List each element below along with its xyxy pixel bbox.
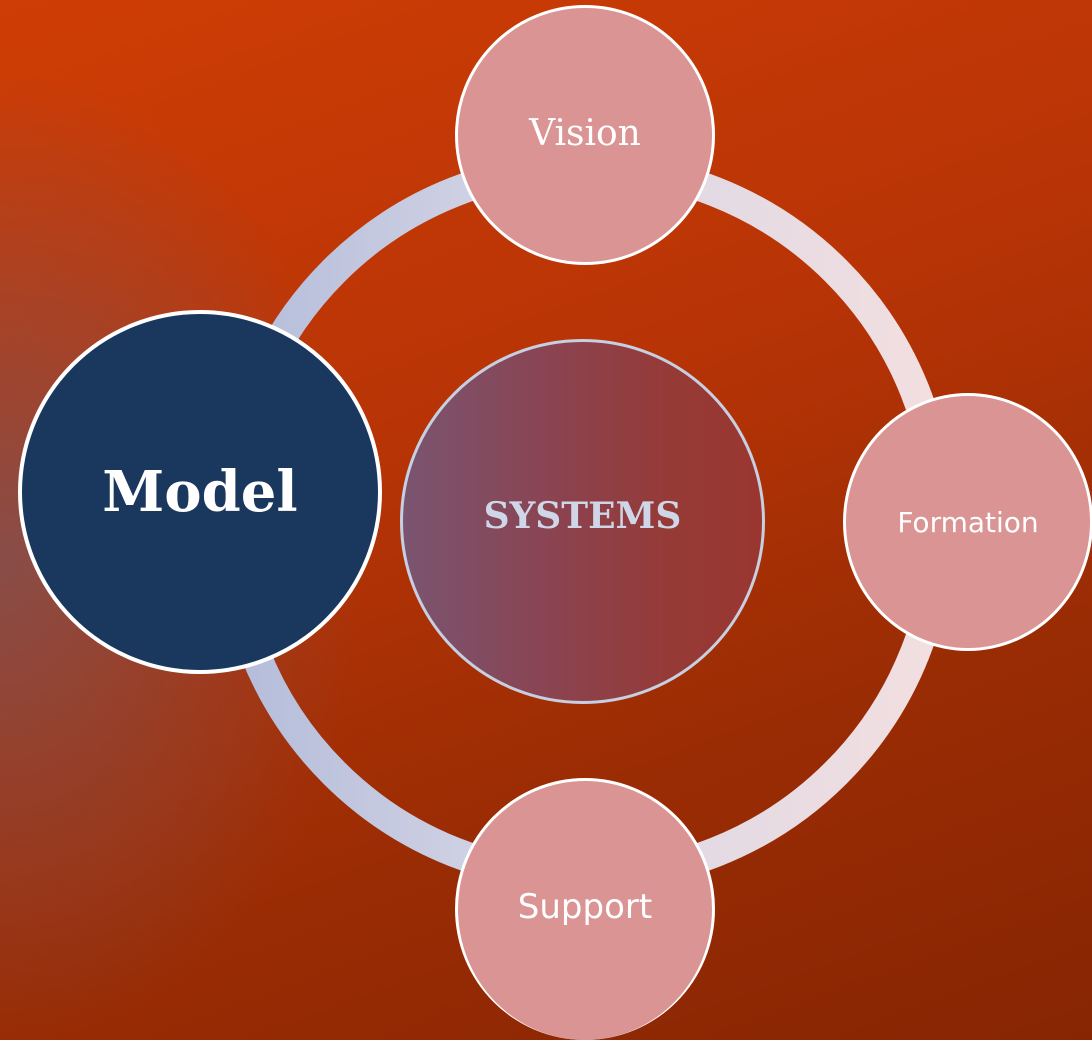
systems-label: SYSTEMS: [483, 494, 682, 537]
vision-label: Vision: [529, 112, 641, 154]
formation-node: Formation: [843, 393, 1092, 651]
model-label: Model: [102, 459, 298, 525]
support-label: Support: [517, 886, 653, 927]
model-node: Model: [18, 310, 382, 674]
support-node: Support: [455, 778, 715, 1040]
systems-center-node: SYSTEMS: [400, 339, 765, 704]
formation-label: Formation: [897, 505, 1039, 539]
vision-node: Vision: [455, 5, 715, 265]
